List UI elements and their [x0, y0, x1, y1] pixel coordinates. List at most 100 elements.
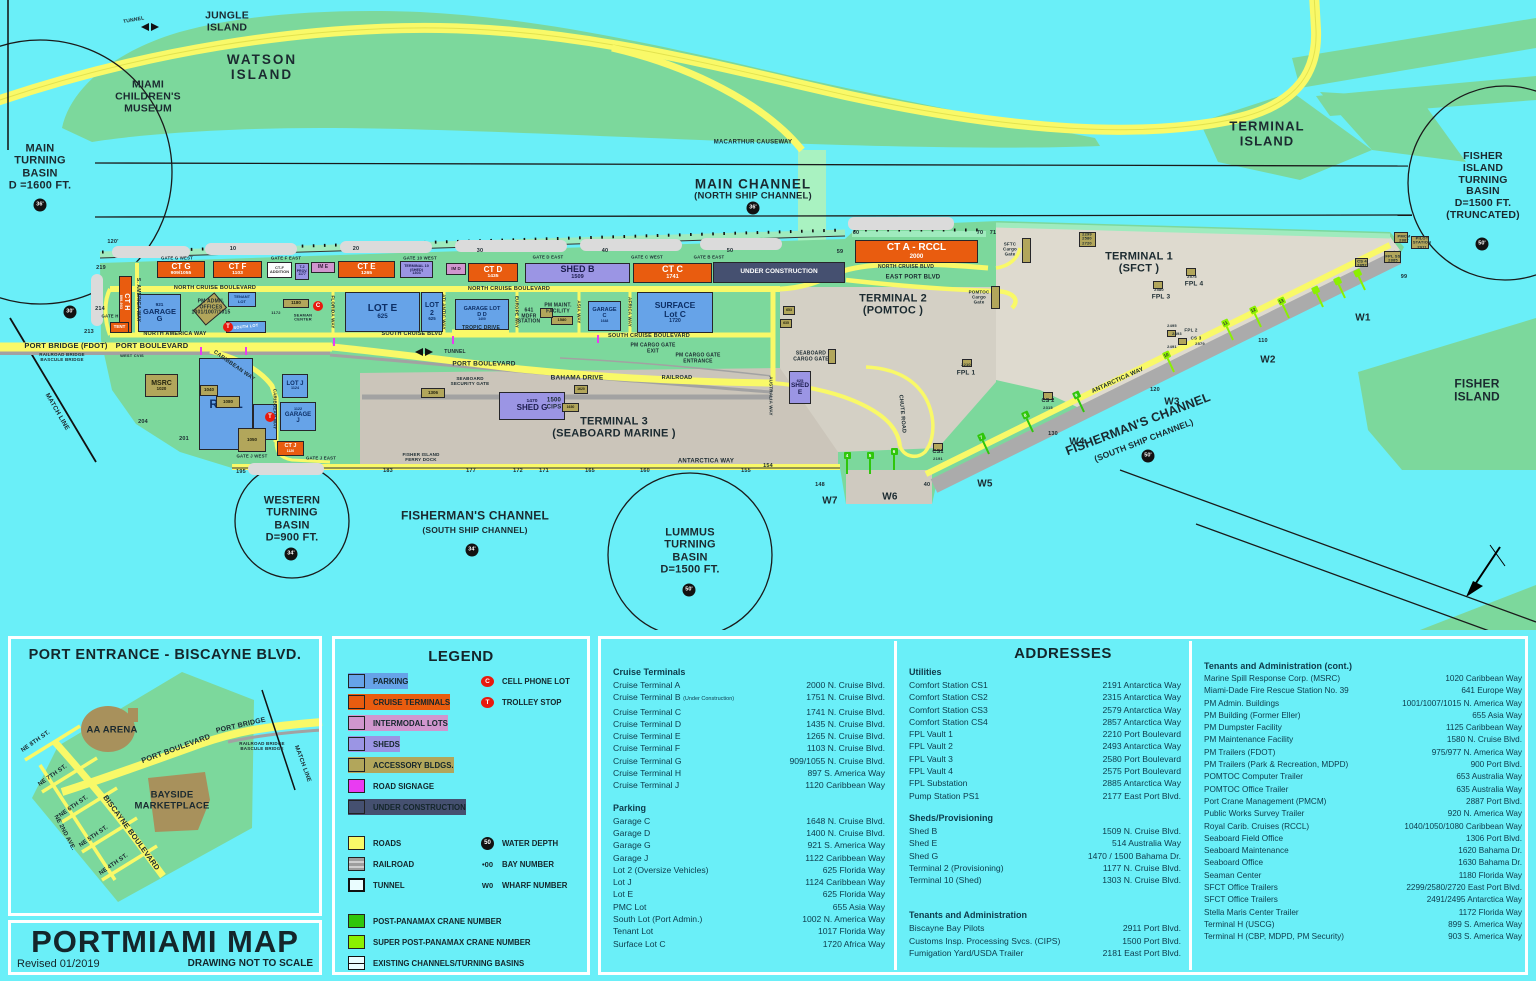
address-name: Surface Lot C	[613, 938, 666, 949]
address-value: 2000 N. Cruise Blvd.	[806, 680, 885, 690]
crane-icon: 7	[976, 432, 993, 455]
address-value: 2885 Antarctica Way	[1102, 778, 1182, 789]
map-label: SEABOARD CARGO GATE	[793, 350, 829, 362]
address-value: 1470 / 1500 Bahama Dr.	[1087, 850, 1181, 861]
address-note: (Under Construction)	[683, 696, 735, 703]
address-name: Comfort Station CS1	[909, 680, 988, 690]
inset-title: PORT ENTRANCE - BISCAYNE BLVD.	[28, 647, 302, 663]
map-label: 70	[976, 229, 984, 236]
address-value: 2491/2495 Antarctica Way	[1426, 895, 1522, 905]
map-label: PM CARGO GATE EXIT	[630, 342, 676, 354]
address-name: Miami-Dade Fire Rescue Station No. 39	[1204, 686, 1349, 696]
map-label: 2491	[1167, 343, 1177, 349]
address-name: Customs Insp. Processing Svcs. (CIPS)	[909, 935, 1061, 946]
address-name: PM Dumpster Facility	[1204, 723, 1282, 733]
legend-color-swatch	[348, 836, 365, 850]
address-row: Terminal H (USCG)899 S. America Way	[1204, 919, 1522, 931]
crane-stem	[1281, 303, 1291, 319]
address-name: Cruise Terminal E	[613, 731, 681, 742]
map-block: IM D	[446, 263, 466, 275]
address-name: Seaboard Maintenance	[1204, 846, 1289, 856]
addresses-col1: Cruise Terminals Cruise Terminal A 2000 …	[613, 667, 885, 961]
address-value: 1020 Caribbean Way	[1445, 674, 1522, 683]
addresses-panel: ADDRESSES Cruise Terminals Cruise Termin…	[598, 636, 1528, 975]
block-sub-number: 1400	[478, 317, 486, 322]
block-label: 1306	[427, 389, 438, 395]
map-label: W6	[882, 491, 898, 503]
map-block: TENANT LOT	[228, 292, 256, 307]
address-value: 2493 Antarctica Way	[1102, 741, 1182, 752]
map-label: SFTC Cargo Gate	[1002, 241, 1018, 257]
legend-label: EXISTING CHANNELS/TURNING BASINS	[373, 958, 525, 968]
map-label: W5	[977, 478, 993, 490]
address-row: Cruise Terminal C 1741 N. Cruise Blvd.	[613, 706, 885, 718]
address-value: 1741 N. Cruise Blvd.	[806, 706, 885, 717]
map-label: 183	[383, 467, 393, 474]
map-label: 201	[179, 435, 189, 442]
address-value: 2579 Antarctica Way	[1102, 704, 1182, 715]
block-label: SHED E	[790, 381, 810, 396]
block-label: CT D	[483, 264, 503, 274]
map-block: 1580	[551, 316, 573, 325]
address-value: 1751 N. Cruise Blvd.	[806, 692, 885, 703]
map-label: PILOT STATION 2911	[1412, 235, 1432, 250]
map-label: ATLANTIC WAY	[441, 294, 447, 330]
address-row: Cruise Terminal B (Under Construction)17…	[613, 691, 885, 705]
address-name: Seaman Center	[1204, 870, 1262, 880]
block-sub-number: 1265	[360, 271, 373, 277]
address-value: 2857 Antarctica Way	[1102, 716, 1182, 727]
address-value: 2575 Port Boulevard	[1102, 766, 1181, 777]
address-name: Stella Maris Center Trailer	[1204, 907, 1299, 917]
block-sub-number: 1020	[156, 385, 167, 391]
map-block	[1022, 238, 1031, 263]
section-heading: Sheds/Provisioning	[909, 812, 994, 823]
address-name: Port Crane Management (PMCM)	[1204, 796, 1327, 806]
address-value: 1040/1050/1080 Caribbean Way	[1404, 821, 1522, 831]
map-block: 1630	[562, 403, 579, 412]
address-name: Terminal H (CBP, MDPD, PM Security)	[1204, 932, 1344, 942]
address-value: 1620 Bahama Dr.	[1458, 846, 1522, 856]
address-name: Garage J	[613, 852, 649, 863]
map-block: 1306	[421, 388, 445, 398]
address-value: 1648 N. Cruise Blvd.	[806, 815, 885, 826]
block-label: IM D	[451, 265, 461, 271]
block-sub-number: 1741	[666, 273, 679, 280]
address-name: FPL Vault 2	[909, 741, 953, 752]
crane-icon: 12	[1248, 305, 1265, 328]
column-divider	[1189, 641, 1192, 970]
address-name: Public Works Survey Trailer	[1204, 809, 1305, 819]
map-label: TERMINAL 3 (SEABOARD MARINE )	[552, 415, 676, 440]
map-block: UNDER CONSTRUCTION	[713, 262, 845, 283]
address-value: 2191 Antarctica Way	[1102, 680, 1182, 690]
address-value: 1400 N. Cruise Blvd.	[806, 827, 885, 838]
legend-symbol-icon: 50	[481, 836, 494, 850]
map-label: 40	[601, 247, 609, 254]
address-value: 975/977 N. America Way	[1431, 747, 1522, 757]
legend-color-swatch	[348, 779, 365, 793]
port-entrance-inset-panel: PORT ENTRANCE - BISCAYNE BLVD.	[8, 636, 322, 916]
crane-stem	[981, 439, 991, 455]
revision-date: Revised 01/2019	[17, 958, 100, 970]
address-row: Cruise Terminal F 1103 N. Cruise Blvd.	[613, 742, 885, 754]
legend-label: INTERMODAL LOTS	[373, 718, 448, 728]
address-value: 1002 N. America Way	[802, 914, 885, 925]
depth-badge: 36'	[33, 198, 47, 212]
address-value: 2580 Port Boulevard	[1102, 753, 1181, 764]
map-label: BAHAMA DRIVE	[550, 374, 604, 382]
address-row: Customs Insp. Processing Svcs. (CIPS)150…	[909, 935, 1181, 947]
legend-panel: LEGEND PARKING CRUISE TERMINALS INTERMOD…	[332, 636, 590, 975]
address-row: Cruise Terminal A 2000 N. Cruise Blvd.	[613, 679, 885, 691]
map-label: (NORTH SHIP CHANNEL)	[694, 190, 812, 202]
depth-badge: T	[265, 412, 275, 422]
address-name: SFCT Office Trailers	[1204, 895, 1278, 905]
legend-label: RAILROAD	[373, 859, 415, 869]
